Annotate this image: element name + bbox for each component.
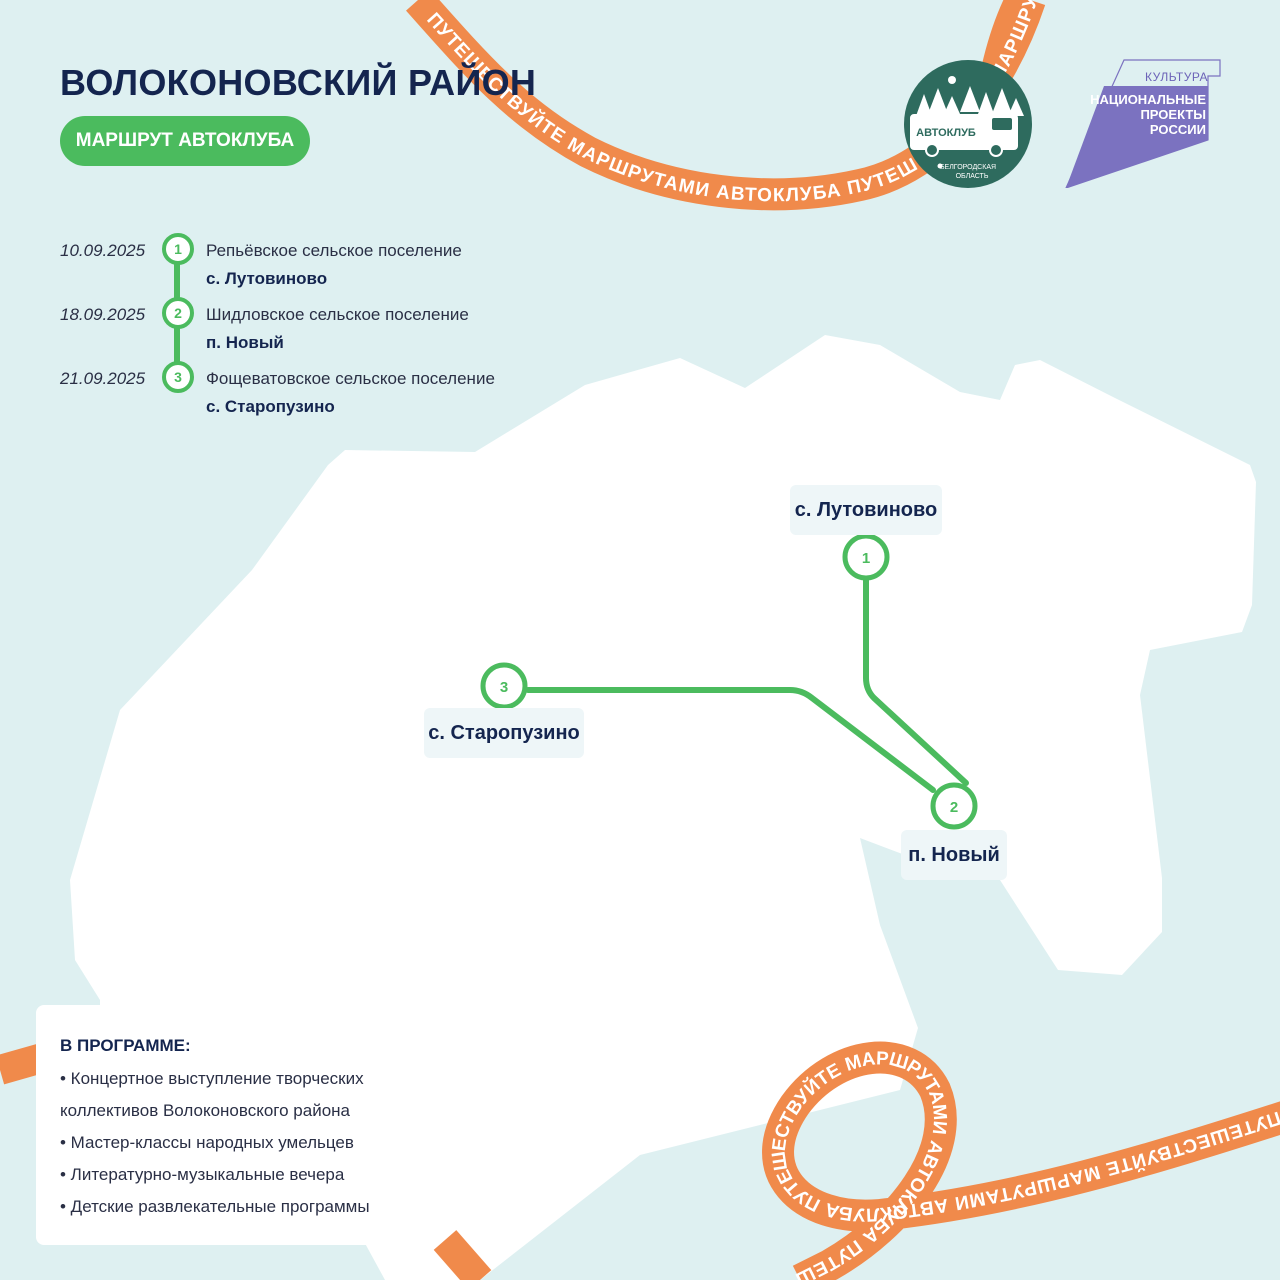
schedule-date: 18.09.2025	[60, 305, 146, 324]
program-item: • Концертное выступление творческих	[60, 1069, 364, 1088]
program-item: • Детские развлекательные программы	[60, 1197, 370, 1216]
autoclub-region-line2: ОБЛАСТЬ	[956, 173, 989, 180]
schedule-settlement: Фощеватовское сельское поселение	[206, 369, 495, 388]
culture-logo	[1065, 59, 1221, 188]
page-title: ВОЛОКОНОВСКИЙ РАЙОН	[60, 62, 537, 103]
map-label-lutovinovo[interactable]: с. Лутовиново	[790, 485, 942, 535]
schedule-marker: 2	[162, 297, 194, 329]
program-item: • Мастер-классы народных умельцев	[60, 1133, 354, 1152]
schedule-settlement: Шидловское сельское поселение	[206, 305, 469, 324]
moon-icon	[948, 76, 956, 84]
map-label-novyi[interactable]: п. Новый	[901, 830, 1007, 880]
program-item: • Литературно-музыкальные вечера	[60, 1165, 345, 1184]
route-line-1-2	[863, 577, 969, 786]
national-projects-line: ПРОЕКТЫ	[1140, 107, 1206, 122]
location-pin-icon	[937, 163, 943, 169]
autoclub-region-line1: БЕЛГОРОДСКАЯ	[940, 164, 996, 171]
map-stop-number: 3	[500, 679, 508, 696]
map-label-staropuzino[interactable]: с. Старопузино	[424, 708, 584, 758]
program-heading: В ПРОГРАММЕ:	[60, 1036, 191, 1055]
map-stop-2[interactable]: 2	[930, 782, 978, 830]
schedule-date: 21.09.2025	[60, 369, 146, 388]
schedule-place: с. Старопузино	[206, 397, 335, 416]
map-stop-1[interactable]: 1	[842, 533, 890, 581]
schedule-settlement: Репьёвское сельское поселение	[206, 241, 462, 260]
schedule-marker: 3	[162, 361, 194, 393]
program-panel: В ПРОГРАММЕ: • Концертное выступление тв…	[36, 1005, 422, 1245]
route-line-2-3	[525, 687, 936, 793]
schedule-marker: 1	[162, 233, 194, 265]
schedule-place: с. Лутовиново	[206, 269, 328, 288]
schedule-place: п. Новый	[206, 333, 284, 352]
national-projects-line: РОССИИ	[1149, 122, 1206, 137]
map-stop-number: 1	[862, 550, 870, 567]
national-projects-line: НАЦИОНАЛЬНЫЕ	[1090, 92, 1206, 107]
program-item: коллективов Волоконовского района	[60, 1101, 351, 1120]
autoclub-name: АВТОКЛУБ	[916, 127, 976, 139]
autoclub-logo: АВТОКЛУБ БЕЛГОРОДСКАЯ ОБЛАСТЬ	[904, 60, 1032, 188]
route-badge: МАРШРУТ АВТОКЛУБА	[60, 116, 310, 166]
map-stop-3[interactable]: 3	[480, 662, 528, 710]
schedule-date: 10.09.2025	[60, 241, 146, 260]
map-stop-number: 2	[950, 799, 958, 816]
culture-label: КУЛЬТУРА	[1145, 70, 1209, 84]
bus-icon: АВТОКЛУБ	[910, 114, 1018, 157]
tree-icon	[916, 86, 1024, 116]
national-projects-text: НАЦИОНАЛЬНЫЕ ПРОЕКТЫ РОССИИ	[1090, 92, 1206, 137]
